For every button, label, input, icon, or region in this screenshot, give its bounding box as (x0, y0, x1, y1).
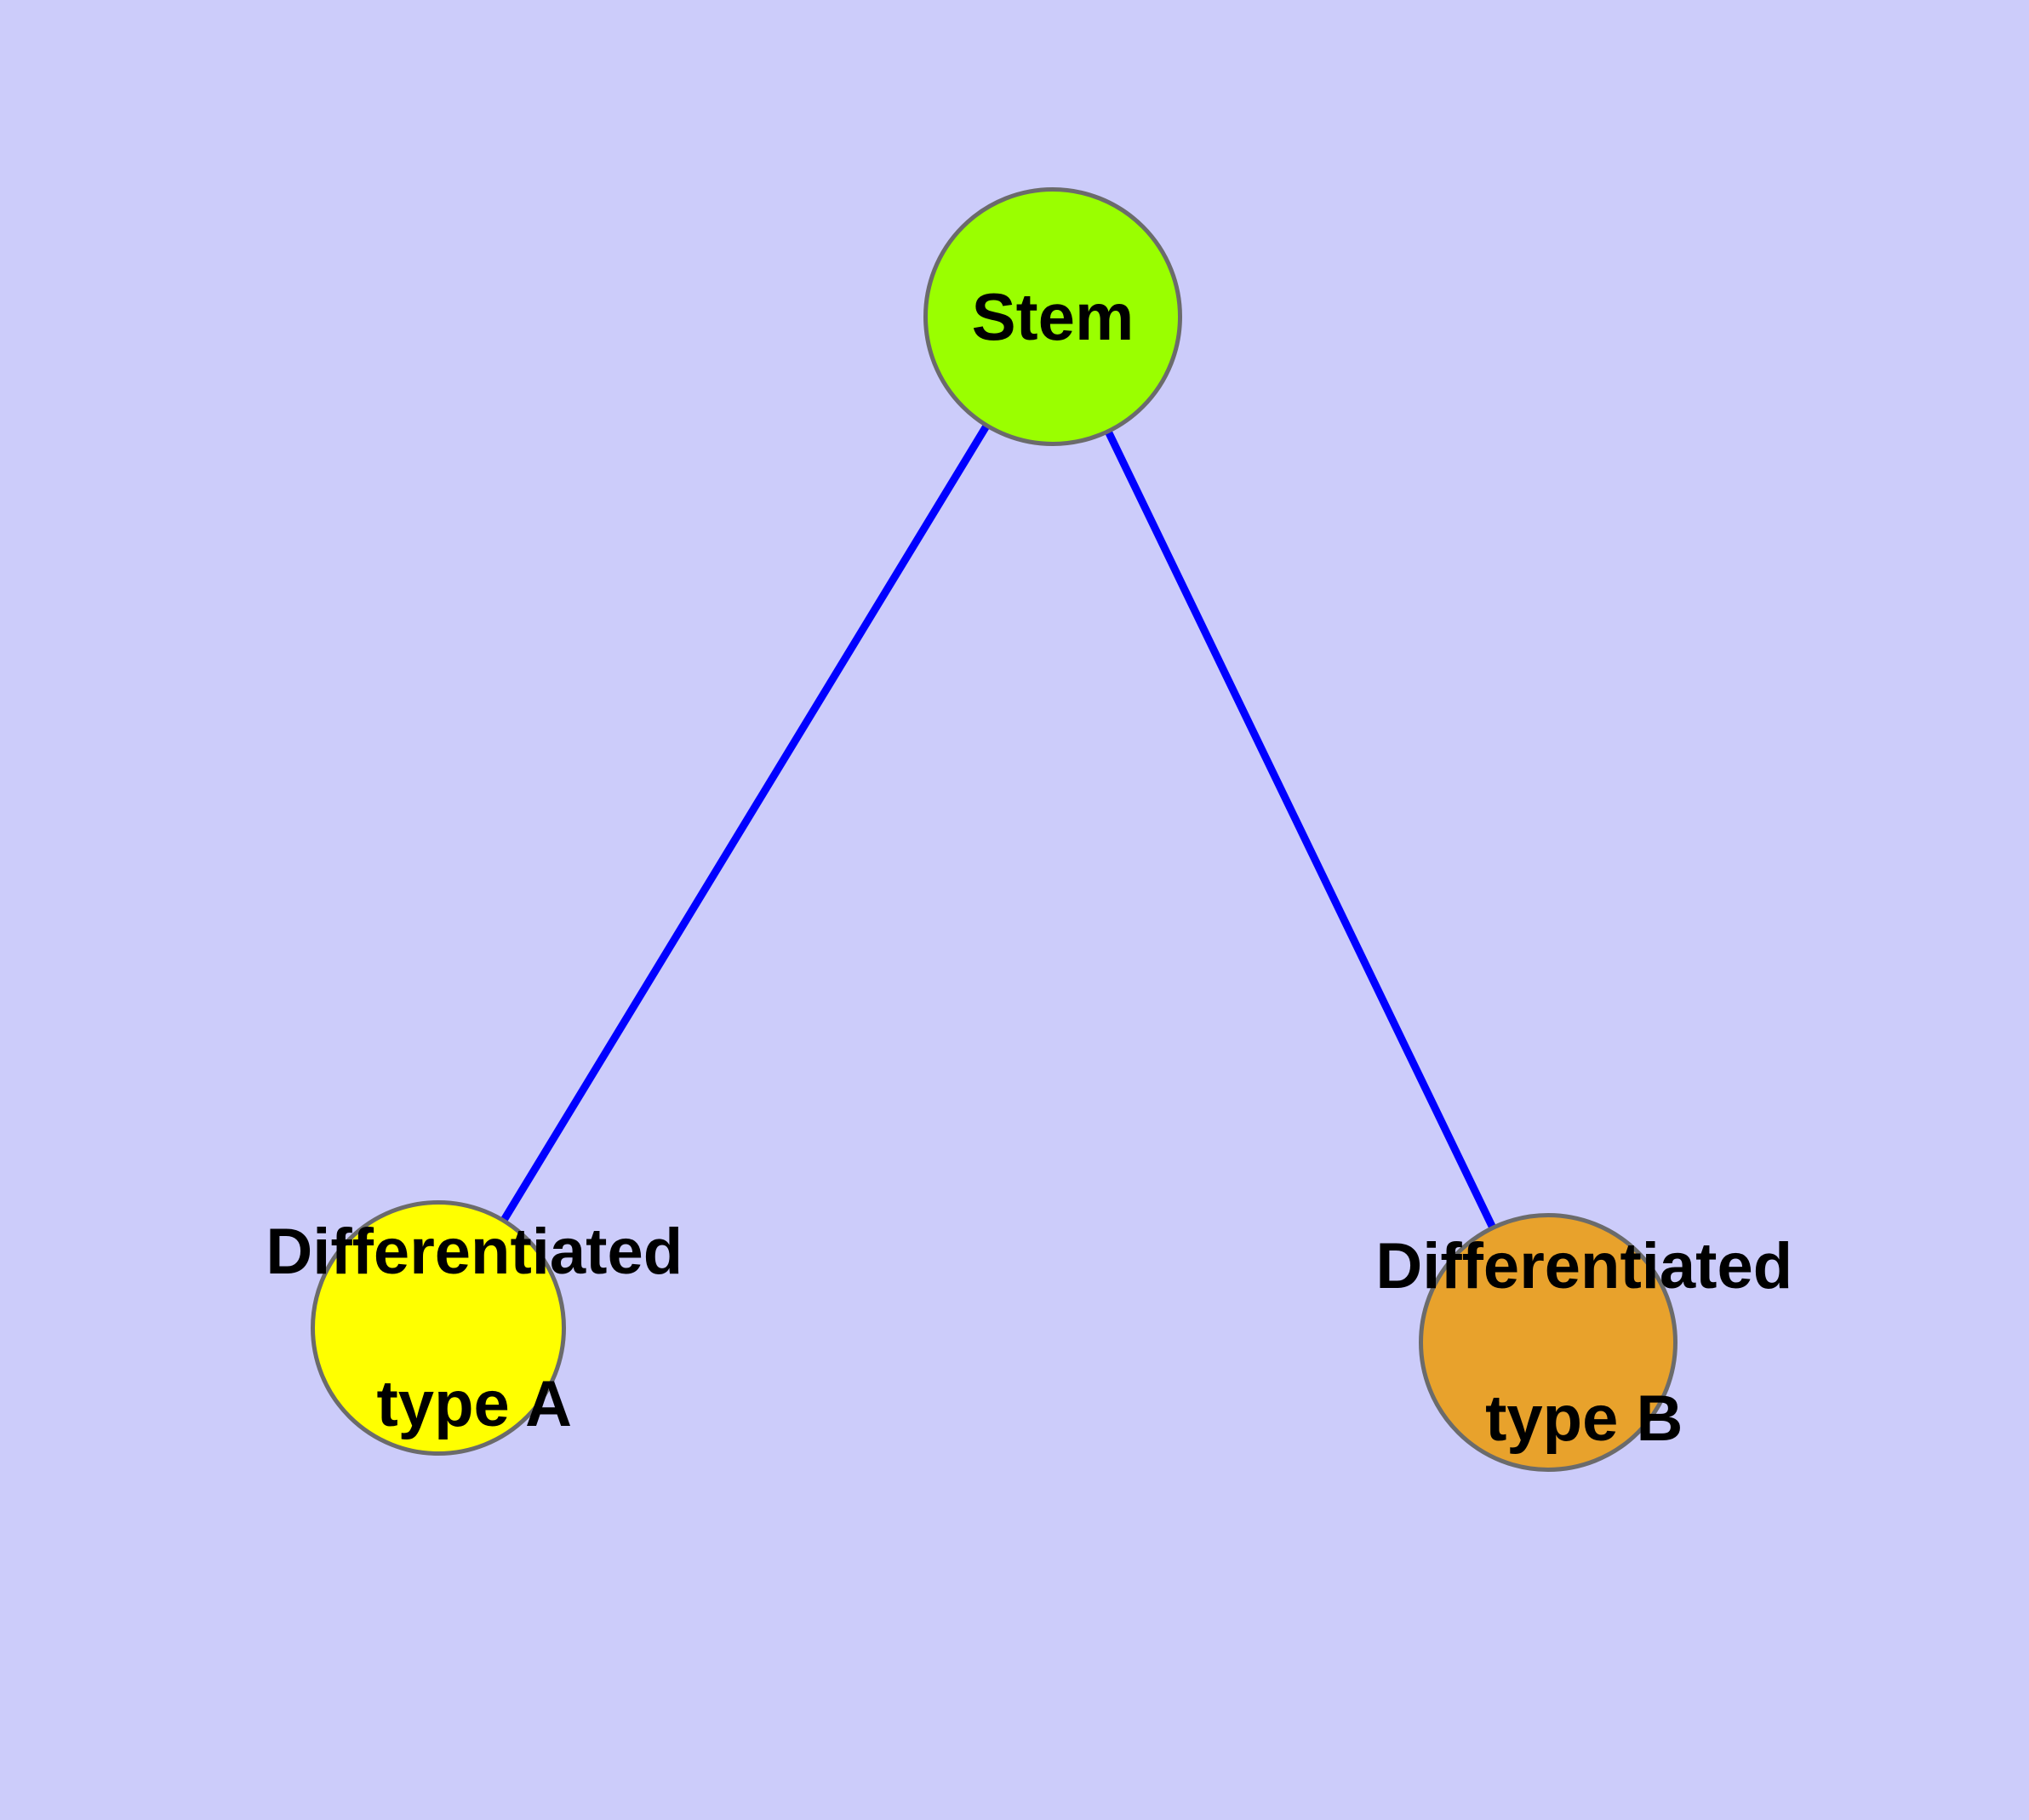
node-stem[interactable] (923, 187, 1182, 446)
node-differentiated-type-a[interactable] (311, 1200, 566, 1456)
edge-stem-to-differentiated-type-b (1102, 425, 1499, 1234)
edge-stem-to-differentiated-type-a (497, 419, 993, 1227)
node-differentiated-type-b[interactable] (1419, 1213, 1677, 1472)
